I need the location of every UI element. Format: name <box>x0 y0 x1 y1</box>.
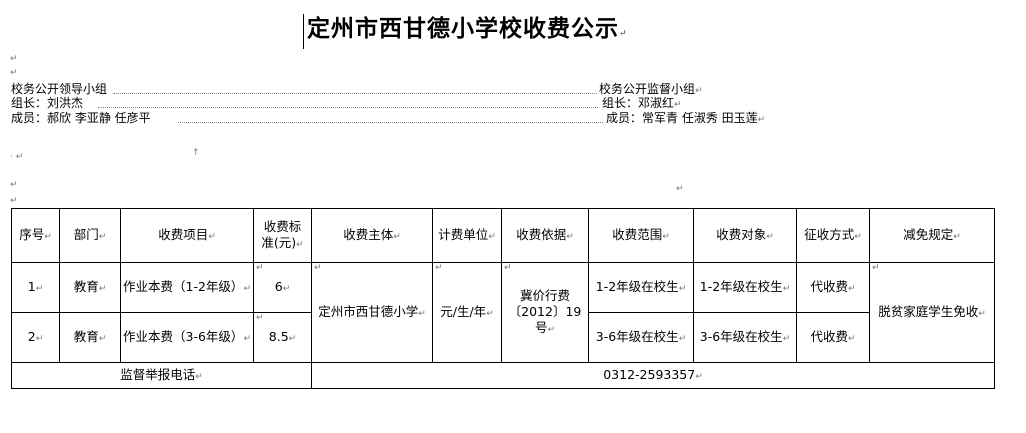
right-leader: 组长：邓淑红↵ <box>602 96 682 110</box>
row-method: 代收费↵ <box>796 312 870 363</box>
header-cell: 计费单位↵ <box>432 208 502 263</box>
para-mark: · ↵ <box>10 152 24 162</box>
row-dept: 教育↵ <box>59 312 121 363</box>
left-leader: 组长：刘洪杰 <box>11 96 84 110</box>
fee-unit: ↵元/生/年↵ <box>432 262 502 363</box>
right-members: 成员：常军青 任淑秀 田玉莲↵ <box>606 111 766 125</box>
row-item: 作业本费（1-2年级）↵ <box>120 262 254 313</box>
fee-table: 序号↵ 部门↵ 收费项目↵ 收费标准(元)↵ 收费主体↵ 计费单位↵ 收费依据↵… <box>11 208 995 389</box>
row-std: ↵8.5↵ <box>253 312 312 363</box>
para-mark: ↵ <box>619 29 628 39</box>
header-cell: 收费标准(元)↵ <box>253 208 312 263</box>
row-method: 代收费↵ <box>796 262 870 313</box>
header-cell: 征收方式↵ <box>796 208 870 263</box>
fee-subject: ↵定州市西甘德小学↵ <box>311 262 433 363</box>
row-scope: 3-6年级在校生↵ <box>588 312 694 363</box>
para-mark: ↵ <box>10 196 18 206</box>
left-group-label: 校务公开领导小组 <box>11 82 108 96</box>
row-std: ↵6↵ <box>253 262 312 313</box>
para-mark: ↵ <box>10 180 18 190</box>
row-item: 作业本费（3-6年级）↵ <box>120 312 254 363</box>
header-cell: 收费依据↵ <box>501 208 589 263</box>
row-target: 1-2年级在校生↵ <box>693 262 797 313</box>
row-scope: 1-2年级在校生↵ <box>588 262 694 313</box>
table-row: 2↵ 教育↵ 作业本费（3-6年级）↵ ↵8.5↵ 3-6年级在校生↵ 3-6年… <box>11 312 995 363</box>
phone-number: 0312-2593357↵ <box>311 362 995 389</box>
dotted-leader <box>113 93 597 94</box>
header-cell: 收费项目↵ <box>120 208 254 263</box>
page-title: 定州市西甘德小学校收费公示↵ <box>303 14 628 49</box>
header-row: 序号↵ 部门↵ 收费项目↵ 收费标准(元)↵ 收费主体↵ 计费单位↵ 收费依据↵… <box>11 208 995 263</box>
title-text: 定州市西甘德小学校收费公示 <box>307 15 619 42</box>
table-row: 1↵ 教育↵ 作业本费（1-2年级）↵ ↵6↵ ↵定州市西甘德小学↵ ↵元/生/… <box>11 262 995 363</box>
header-cell: 序号↵ <box>11 208 60 263</box>
row-no: 2↵ <box>11 312 60 363</box>
para-mark: ↵ <box>10 54 18 64</box>
row-target: 3-6年级在校生↵ <box>693 312 797 363</box>
row-no: 1↵ <box>11 262 60 313</box>
header-cell: 收费范围↵ <box>588 208 694 263</box>
row-dept: 教育↵ <box>59 262 121 313</box>
dotted-leader <box>178 122 603 123</box>
header-cell: 收费主体↵ <box>311 208 433 263</box>
phone-row: 监督举报电话↵ 0312-2593357↵ <box>11 362 995 389</box>
para-mark: ↵ <box>676 184 684 194</box>
fee-exemption: ↵脱贫家庭学生免收↵ <box>869 262 995 363</box>
dotted-leader <box>98 107 598 108</box>
phone-label: 监督举报电话↵ <box>11 362 312 389</box>
left-members: 成员：郝欣 李亚静 任彦平 <box>11 111 151 125</box>
right-group-label: 校务公开监督小组↵ <box>599 82 703 96</box>
header-cell: 收费对象↵ <box>693 208 797 263</box>
header-cell: 减免规定↵ <box>869 208 995 263</box>
fee-basis: ↵冀价行费〔2012〕19号↵ <box>501 262 589 363</box>
cursor-mark: ↑ <box>192 148 200 158</box>
para-mark: ↵ <box>10 68 18 78</box>
header-cell: 部门↵ <box>59 208 121 263</box>
